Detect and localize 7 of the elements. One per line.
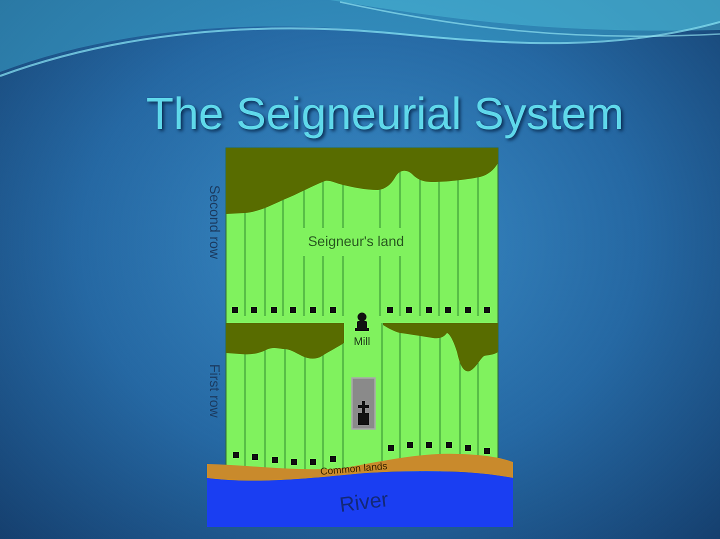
area-label: Common lands (318, 461, 389, 479)
mill-label: Mill (352, 337, 372, 348)
area-label: Seigneur's land (306, 234, 406, 248)
river-label: River (337, 487, 391, 518)
row-label: First row (208, 364, 222, 418)
slide-title: The Seigneurial System (145, 87, 625, 141)
row-label: Second row (208, 185, 222, 259)
